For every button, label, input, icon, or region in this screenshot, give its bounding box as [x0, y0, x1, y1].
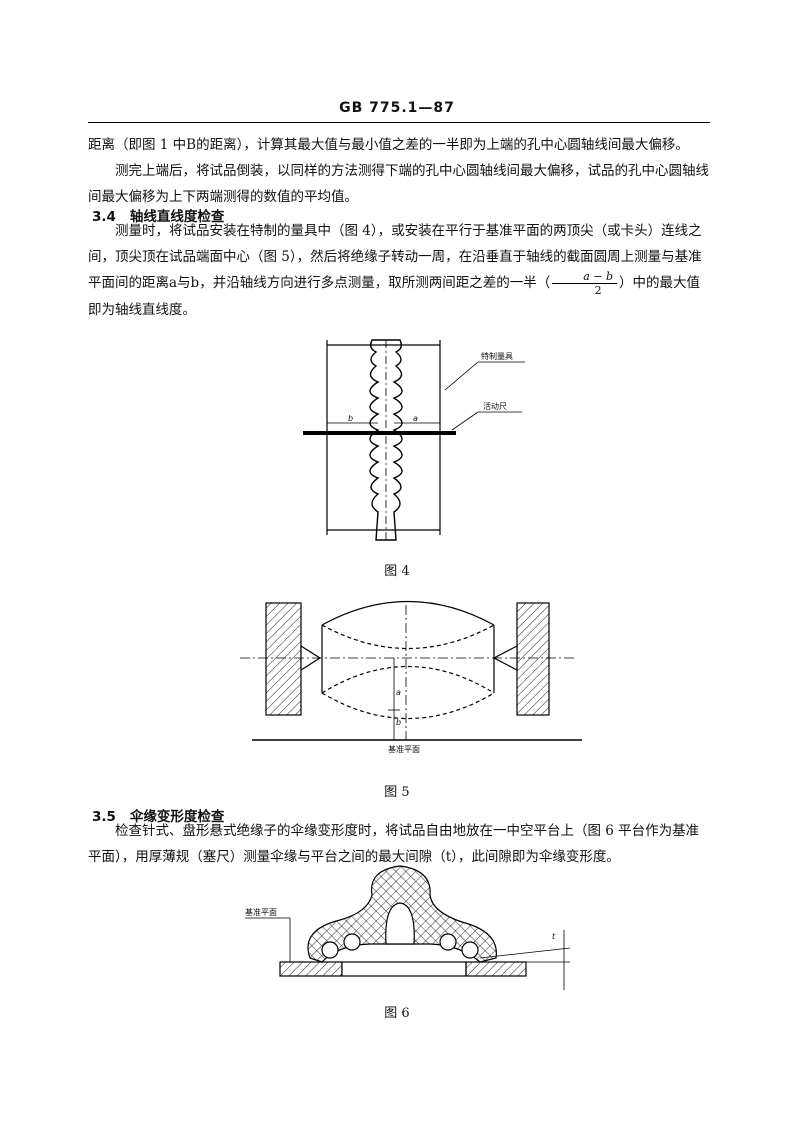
paragraph-3: 测量时，将试品安装在特制的量具中（图 4），或安装在平行于基准平面的两顶尖（或卡… — [88, 218, 710, 323]
formula-denominator: 2 — [594, 284, 602, 297]
fig5-label-a: a — [396, 688, 401, 697]
page-header: GB 775.1—87 — [339, 100, 455, 116]
section-number: 3.4 — [92, 209, 116, 225]
fig6-label-base: 基准平面 — [245, 908, 277, 917]
fig4-label-ruler: 活动尺 — [483, 402, 507, 411]
fig6-label-t: t — [552, 932, 556, 941]
fig5-label-base: 基准平面 — [388, 745, 420, 754]
header-rule — [88, 122, 710, 123]
fig4-label-a: a — [413, 414, 418, 423]
fig5-label-b: b — [396, 718, 402, 727]
paragraph-1: 距离（即图 1 中B的距离），计算其最大值与最小值之差的一半即为上端的孔中心圆轴… — [88, 137, 689, 153]
formula-numerator: a − b — [552, 270, 618, 284]
paragraph-4: 检查针式、盘形悬式绝缘子的伞缘变形度时，将试品自由地放在一中空平台上（图 6 平… — [88, 823, 700, 865]
figure-5-caption: 图 5 — [384, 785, 410, 800]
figure-4-caption: 图 4 — [384, 564, 410, 579]
section-3-4-heading: 3.4 轴线直线度检查 — [92, 205, 224, 225]
fig4-label-gauge: 特制量具 — [481, 352, 513, 361]
section-title: 伞缘变形度检查 — [129, 809, 225, 825]
fig4-label-b: b — [348, 414, 354, 423]
section-number: 3.5 — [92, 809, 116, 825]
paragraph-2: 测完上端后，将试品倒装，以同样的方法测得下端的孔中心圆轴线间最大偏移，试品的孔中… — [88, 163, 709, 205]
paragraph-3-tail: ）中的最大值即为轴线直线度。 — [88, 275, 701, 318]
section-3-5-heading: 3.5 伞缘变形度检查 — [92, 805, 224, 825]
section-title: 轴线直线度检查 — [129, 209, 225, 225]
paragraph-3-text: 测量时，将试品安装在特制的量具中（图 4），或安装在平行于基准平面的两顶尖（或卡… — [88, 223, 702, 291]
figure-6-caption: 图 6 — [384, 1006, 410, 1021]
